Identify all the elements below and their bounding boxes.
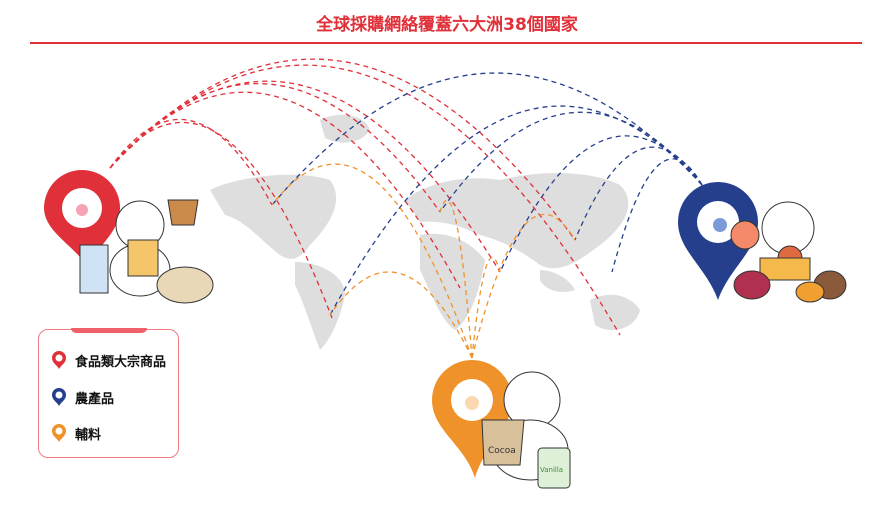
route-arc xyxy=(109,82,441,213)
legend-item-auxiliary-materials: 輔料 xyxy=(51,423,101,443)
agri-mascot-illustration xyxy=(730,201,847,303)
legend: 食品類大宗商品 農產品 輔料 xyxy=(38,328,179,458)
page-title: 全球採購網絡覆蓋六大洲38個國家 xyxy=(316,15,578,35)
route-arc xyxy=(611,158,703,273)
svg-text:Cocoa: Cocoa xyxy=(488,446,516,456)
agricultural-products-pin xyxy=(678,182,758,300)
legend-item-agricultural-products: 農產品 xyxy=(51,387,114,407)
route-arc xyxy=(574,146,703,241)
route-arc xyxy=(329,271,473,359)
route-arc xyxy=(271,163,473,359)
route-arc xyxy=(439,199,473,359)
route-arc xyxy=(471,257,501,359)
aux-mascot-illustration: Cocoa Vanilla xyxy=(481,371,571,489)
legend-item-food-commodities: 食品類大宗商品 xyxy=(51,350,166,370)
route-arc xyxy=(109,118,273,206)
auxiliary-materials-pin xyxy=(432,360,512,478)
route-arc xyxy=(499,135,703,273)
route-arc xyxy=(439,111,703,213)
map-pin-icon xyxy=(52,351,66,369)
food-mascot-illustration xyxy=(79,199,214,304)
world-map xyxy=(210,114,640,350)
route-arc xyxy=(471,213,576,359)
food-commodities-pin xyxy=(44,170,120,268)
title-divider xyxy=(30,42,862,44)
route-arc xyxy=(109,121,333,319)
route-arc xyxy=(271,72,703,206)
svg-text:Vanilla: Vanilla xyxy=(540,466,563,474)
map-pin-icon xyxy=(52,424,66,442)
map-pin-icon xyxy=(52,388,66,406)
